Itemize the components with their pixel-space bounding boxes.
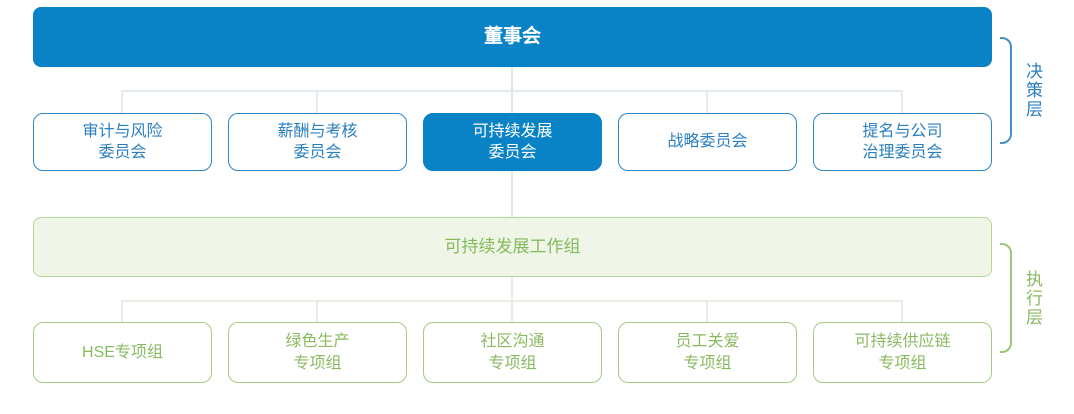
node-board-of-directors: 董事会: [33, 7, 992, 67]
committee-label: 提名与公司 治理委员会: [862, 122, 943, 161]
taskgroup-label: HSE专项组: [82, 343, 163, 361]
node-sustainability-committee: 可持续发展 委员会: [423, 113, 602, 171]
committee-label: 审计与风险 委员会: [82, 122, 163, 161]
node-employee-care-taskgroup: 员工关爱 专项组: [618, 322, 797, 383]
node-nomination-governance-committee: 提名与公司 治理委员会: [813, 113, 992, 171]
connector-workgroup-drop: [511, 277, 513, 322]
connector-taskgroups-horizontal: [121, 300, 903, 302]
execution-layer-label: 执行层: [1023, 269, 1042, 327]
taskgroup-label: 社区沟通 专项组: [480, 333, 545, 372]
node-audit-risk-committee: 审计与风险 委员会: [33, 113, 212, 171]
connector-committees-horizontal: [121, 90, 903, 92]
node-sustainability-workgroup: 可持续发展工作组: [33, 217, 992, 277]
taskgroup-label: 可持续供应链 专项组: [854, 333, 951, 372]
connector-stub-taskgroup-2: [316, 300, 318, 322]
decision-layer-label: 决策层: [1023, 62, 1042, 119]
decision-layer-bracket: [1000, 37, 1012, 144]
connector-stub-taskgroup-5: [901, 300, 903, 322]
connector-stub-taskgroup-4: [706, 300, 708, 322]
node-hse-taskgroup: HSE专项组: [33, 322, 212, 383]
connector-stub-taskgroup-1: [121, 300, 123, 322]
board-label: 董事会: [483, 26, 541, 48]
node-sustainable-supply-chain-taskgroup: 可持续供应链 专项组: [813, 322, 992, 383]
connector-stub-committee-4: [706, 90, 708, 113]
connector-stub-committee-1: [121, 90, 123, 113]
workgroup-label: 可持续发展工作组: [444, 236, 581, 256]
committee-label: 战略委员会: [667, 133, 748, 151]
node-strategy-committee: 战略委员会: [618, 113, 797, 171]
committee-label: 可持续发展 委员会: [472, 122, 553, 161]
taskgroup-label: 员工关爱 专项组: [675, 333, 740, 372]
node-green-production-taskgroup: 绿色生产 专项组: [228, 322, 407, 383]
execution-layer-bracket: [1000, 243, 1012, 353]
taskgroup-label: 绿色生产 专项组: [285, 333, 350, 372]
connector-stub-committee-5: [901, 90, 903, 113]
committee-label: 薪酬与考核 委员会: [277, 122, 358, 161]
connector-committee-to-workgroup: [511, 171, 513, 217]
node-community-communication-taskgroup: 社区沟通 专项组: [423, 322, 602, 383]
node-remuneration-appraisal-committee: 薪酬与考核 委员会: [228, 113, 407, 171]
connector-stub-committee-2: [316, 90, 318, 113]
